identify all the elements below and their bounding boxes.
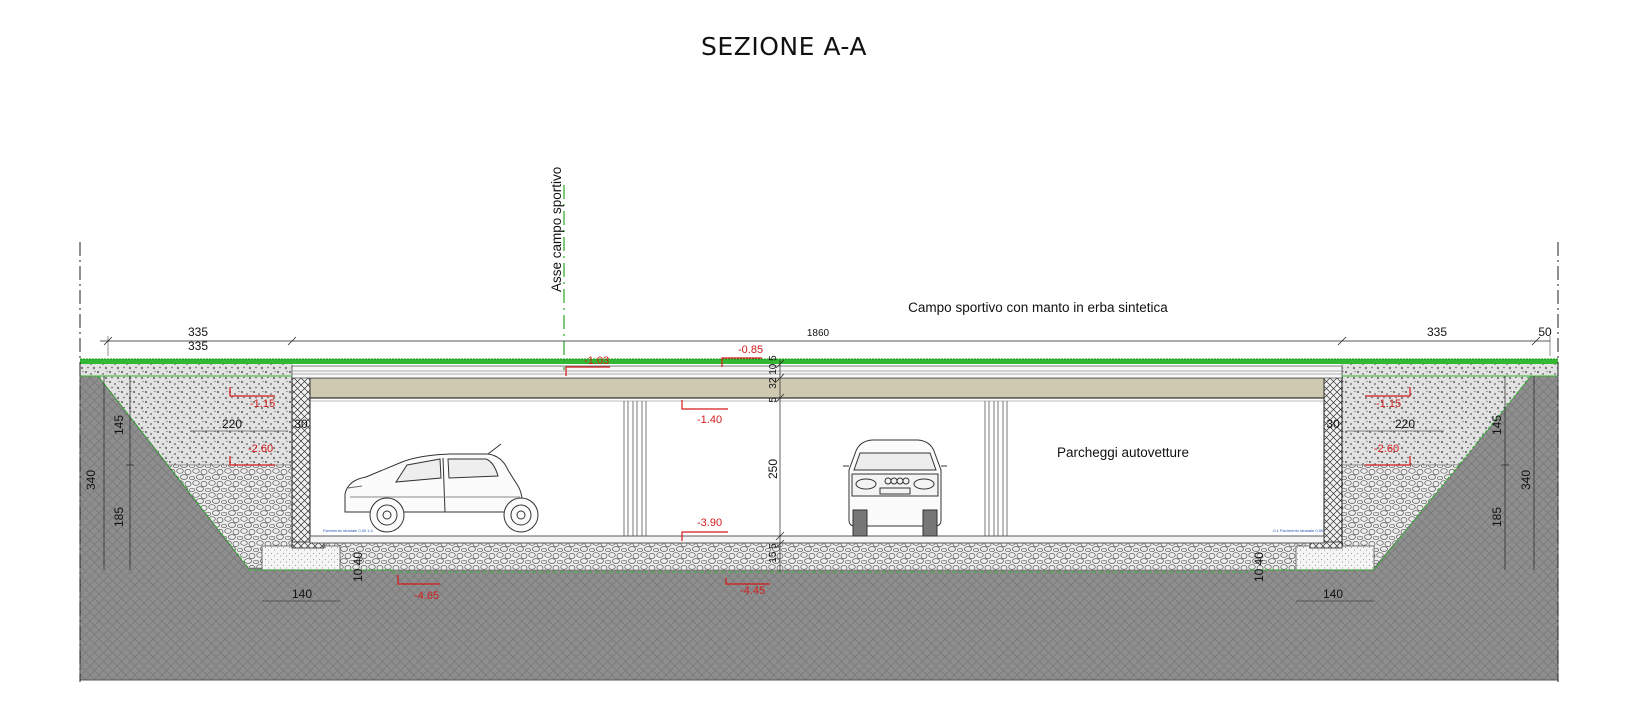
elev-field-top: -0.85 xyxy=(738,344,763,356)
car-side-view xyxy=(344,443,539,533)
right-footing xyxy=(1295,545,1375,571)
floor-gravel-bed xyxy=(291,541,1343,571)
center-dim-ticks xyxy=(775,359,785,549)
left-dim-footing: 140 xyxy=(292,587,312,601)
center-dim-slab-top: 32 10 5 xyxy=(768,355,779,389)
right-dim-wall: 30 xyxy=(1326,417,1340,431)
elev-parking-floor: -3.90 xyxy=(697,517,722,529)
field-layer-gravel-left xyxy=(79,362,293,377)
center-dim-clear: 250 xyxy=(766,459,780,479)
right-dim-fill-width: 220 xyxy=(1395,417,1415,431)
elev-center-bottom: -4.45 xyxy=(740,585,765,597)
left-dim-fill-width: 220 xyxy=(222,417,242,431)
left-dim-upper: 145 xyxy=(112,415,126,435)
field-layer-gravel-right xyxy=(1341,362,1559,377)
dim-top-left-outer: 335 xyxy=(188,325,208,339)
right-wall xyxy=(1323,375,1343,547)
center-dim-slab-bottom: 5 xyxy=(768,397,779,403)
left-dim-wall: 30 xyxy=(294,417,308,431)
parking-floor xyxy=(309,535,1325,544)
parking-label: Parcheggi autovetture xyxy=(1057,445,1189,460)
elev-right-upper: -1.15 xyxy=(1376,398,1401,410)
grass-surface xyxy=(80,359,1558,364)
center-dim-floor: 15 5 xyxy=(768,543,779,563)
left-dim-total: 340 xyxy=(84,470,98,490)
left-membrane xyxy=(97,375,392,571)
left-dim-lower: 185 xyxy=(112,507,126,527)
elev-left-footing: -4.65 xyxy=(414,590,439,602)
left-vertical-dims xyxy=(103,376,134,570)
top-dimension-line xyxy=(100,336,1551,356)
right-dim-total: 340 xyxy=(1519,470,1533,490)
right-dim-upper: 145 xyxy=(1490,415,1504,435)
right-vertical-dims xyxy=(1501,376,1535,570)
elev-right-lower: -2.60 xyxy=(1374,443,1399,455)
column-left xyxy=(623,401,647,536)
right-dim-footing-thickness: 10 40 xyxy=(1252,552,1266,582)
field-label: Campo sportivo con manto in erba sinteti… xyxy=(908,300,1168,315)
right-dim-footing: 140 xyxy=(1323,587,1343,601)
left-footing xyxy=(261,545,341,571)
elevation-markers xyxy=(229,357,1411,585)
column-right xyxy=(984,401,1008,536)
dim-top-right: 335 xyxy=(1427,325,1447,339)
roof-slab xyxy=(309,377,1325,399)
dim-top-center: 1860 xyxy=(807,328,830,339)
right-wall-foot xyxy=(1309,541,1343,549)
floor-note-right: -0.1 Pavimento stradale 0,00 xyxy=(1272,528,1324,533)
elev-left-lower: -2.60 xyxy=(248,443,273,455)
elev-axis-top: -1.03 xyxy=(584,355,609,367)
dim-top-right-edge: 50 xyxy=(1538,325,1552,339)
left-dim-footing-thickness: 10 40 xyxy=(351,552,365,582)
floor-note-left: Pavimento stradale 0,00 1,0 xyxy=(323,528,374,533)
left-wall xyxy=(291,375,311,547)
left-wall-foot xyxy=(291,541,325,549)
right-dim-lower: 185 xyxy=(1490,507,1504,527)
dim-top-left-inner: 335 xyxy=(188,339,208,353)
car-rear-view xyxy=(843,439,947,537)
elev-left-upper: -1.15 xyxy=(250,398,275,410)
field-layers-center xyxy=(291,365,1343,379)
elev-slab-underside: -1.40 xyxy=(697,414,722,426)
axis-label: Asse campo sportivo xyxy=(549,167,564,292)
drawing-title: SEZIONE A-A xyxy=(701,32,867,61)
